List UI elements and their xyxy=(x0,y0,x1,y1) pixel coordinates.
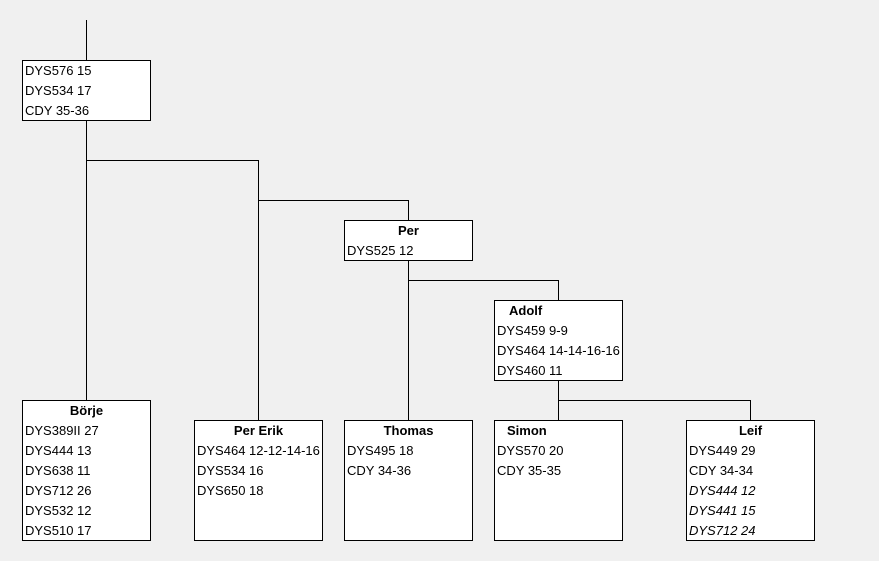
node-simon: Simon DYS570 20 CDY 35-35 xyxy=(494,420,623,541)
node-name: Leif xyxy=(738,423,763,438)
node-name: Adolf xyxy=(509,303,543,318)
marker-row: DYS650 18 xyxy=(197,483,264,498)
node-name: Börje xyxy=(69,403,104,418)
marker-row: DYS441 15 xyxy=(689,503,756,518)
marker-row: DYS638 11 xyxy=(25,463,91,478)
marker-row: DYS444 13 xyxy=(25,443,92,458)
marker-row: DYS534 17 xyxy=(25,83,92,98)
marker-row: DYS459 9-9 xyxy=(497,323,568,338)
node-borje: Börje DYS389II 27 DYS444 13 DYS638 11 DY… xyxy=(22,400,151,541)
marker-row: CDY 35-36 xyxy=(25,103,90,118)
node-leif: Leif DYS449 29 CDY 34-34 DYS444 12 DYS44… xyxy=(686,420,815,541)
marker-row: CDY 34-34 xyxy=(689,463,754,478)
marker-row: DYS460 11 xyxy=(497,363,563,378)
marker-row: DYS532 12 xyxy=(25,503,92,518)
marker-row: DYS495 18 xyxy=(347,443,414,458)
marker-row: DYS464 12-12-14-16 xyxy=(197,443,320,458)
node-per: Per DYS525 12 xyxy=(344,220,473,261)
node-root: DYS576 15 DYS534 17 CDY 35-36 xyxy=(22,60,151,121)
marker-row: DYS525 12 xyxy=(347,243,414,258)
node-name: Per Erik xyxy=(233,423,284,438)
node-thomas: Thomas DYS495 18 CDY 34-36 xyxy=(344,420,473,541)
node-name: Per xyxy=(398,223,419,238)
marker-row: DYS712 26 xyxy=(25,483,92,498)
marker-row: CDY 34-36 xyxy=(347,463,412,478)
marker-row: DYS464 14-14-16-16 xyxy=(497,343,620,358)
marker-row: DYS389II 27 xyxy=(25,423,99,438)
node-adolf: Adolf DYS459 9-9 DYS464 14-14-16-16 DYS4… xyxy=(494,300,623,381)
node-per-erik: Per Erik DYS464 12-12-14-16 DYS534 16 DY… xyxy=(194,420,323,541)
marker-row: DYS444 12 xyxy=(689,483,756,498)
marker-row: DYS534 16 xyxy=(197,463,264,478)
marker-row: DYS449 29 xyxy=(689,443,756,458)
node-name: Thomas xyxy=(383,423,434,438)
node-name: Simon xyxy=(507,423,547,438)
marker-row: DYS712 24 xyxy=(689,523,756,538)
marker-row: DYS510 17 xyxy=(25,523,92,538)
marker-row: DYS570 20 xyxy=(497,443,564,458)
marker-row: DYS576 15 xyxy=(25,63,92,78)
marker-row: CDY 35-35 xyxy=(497,463,562,478)
